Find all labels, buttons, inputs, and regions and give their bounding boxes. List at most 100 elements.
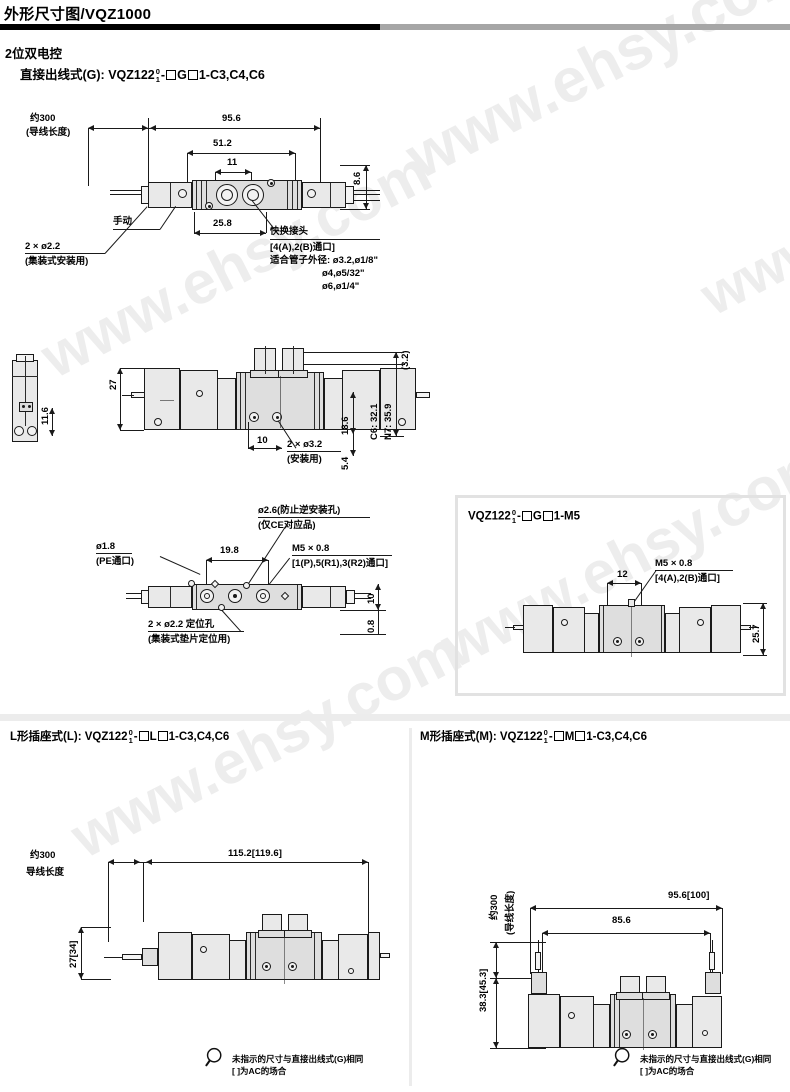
m-port-2-dot [651,1033,654,1036]
l-port-2-dot [291,965,294,968]
valve-partition-5 [292,181,293,209]
lead-length-value: 约300 [30,113,56,124]
ext-86-bot [340,209,370,210]
m-manifold-l3 [670,995,671,1047]
lead-wire-1 [110,190,142,191]
section-divider-horizontal [0,714,790,721]
front-coil-left-2 [180,370,218,430]
g-mid: G [177,68,187,82]
bottom-m5-sublabel: [1(P),5(R1),3(R2)通口] [292,558,389,569]
front-shoulder-left [218,378,236,430]
m-sup: 0 [543,728,548,738]
m-arrow-300-up [493,942,499,948]
l-coil-left-2 [192,934,230,980]
dim-arrow-12-right [635,580,641,586]
front-indicator-left [196,390,203,397]
manifold-line-4 [319,373,320,429]
magnifier-icon [205,1047,222,1067]
m-centerline [643,998,644,1050]
dim-arrow-86-down [363,203,369,209]
dim-arrow-c6-down [393,430,399,436]
dim-arrow-11-right [245,169,251,175]
dim-arrow-258-left [194,230,200,236]
m-screw-left [568,1012,575,1019]
port-3r2-inner [260,593,266,599]
m5-tail-b: 1-M5 [553,510,580,523]
dim-arrow-10b-down [375,604,381,610]
fitting-center-left [265,346,266,374]
dim-line-86 [366,165,367,209]
footnote-line1: 未指示的尺寸与直接出线式(G)相同 [640,1054,772,1064]
dim-arrow-257-down [760,649,766,655]
dim-3-2: (3.2) [400,350,411,370]
l-ext-300b [143,862,144,922]
m5-sup: 0 [511,508,516,517]
manual-label-underline [113,229,160,230]
m-dim-line-856 [542,933,710,934]
dim-5-4: 5.4 [340,456,351,470]
dim-line-c6n7 [396,352,397,436]
m-arrow-856-right [704,930,710,936]
bottom-part-2 [196,585,197,609]
footer-divider-vertical [409,1040,412,1086]
m-arrow-383-down [493,1042,499,1048]
dim-arrow-12-left [607,580,613,586]
dim-19-8: 19.8 [220,545,239,556]
m-shoulder-right [676,1004,692,1048]
valve-partition-6 [297,181,298,209]
front-mount-dot-1 [253,416,256,419]
front-mount-dot-2 [276,416,279,419]
pe-port-label: ø1.8 [96,541,116,552]
ext-27-bot [120,430,144,431]
valve-endcap-right [345,186,354,204]
dim-line-08 [378,610,379,634]
l-wire [104,957,134,958]
bottom-part-4 [330,587,331,608]
pe-port-sublabel: (PE通口) [96,556,135,567]
mount-hole-sublabel: (集装式安装用) [25,256,89,267]
dim-12: 12 [617,569,628,580]
side-view-connector [19,402,33,412]
front-screw-right [398,418,406,426]
m5v-underline [655,570,733,571]
m-tail-b: 1-C3,C4,C6 [586,731,647,743]
l-arrow-27-up [78,927,84,933]
mount-hole-leader [104,206,148,254]
l-arrow-300-right [134,859,140,865]
drawing-top-view: 约300 (导线长度) 95.6 51.2 11 8.6 [0,0,460,310]
front-coil-left [144,368,180,430]
front-mount-sublabel: (安装用) [287,454,322,465]
l-fitting-base-l [258,930,286,938]
dim-arrow-86-up [363,165,369,171]
m5-coil-left [523,605,553,653]
l-manifold-l3 [314,933,315,979]
g-sub: 1 [155,74,160,84]
l-arrow-1152-left [146,859,152,865]
m5-centerline [631,607,632,657]
lead-wire-2 [110,194,142,195]
m-lead-label: 约300 [489,894,500,920]
dim-85-6: 85.6 [612,915,631,926]
locate-hole-underline [148,631,244,632]
dim-arrow-27-down [117,424,123,430]
m5-screw-right [697,619,704,626]
m-dim-line-383 [496,978,497,1048]
dim-line-198 [206,560,268,561]
m-tail-a: - [548,731,553,743]
mount-hole-right-dot [270,182,273,185]
m-ext-300b [490,978,546,979]
valve-partition-2 [201,181,202,209]
lead-length-note: (导线长度) [26,126,70,139]
dim-line-186 [353,392,354,434]
m5-mid: G [532,510,542,523]
dim-c6: C6: 32.1 [369,403,380,440]
dim-arrow-c6-up [393,352,399,358]
m-mid: M [564,731,575,743]
ext-258-left [194,212,195,233]
m5-shoulder-left [585,613,599,653]
m-connector-right [705,972,721,994]
anti-mount-hole [243,582,250,589]
valve-endcap-left [141,186,149,204]
ext-line-300b [148,118,149,186]
